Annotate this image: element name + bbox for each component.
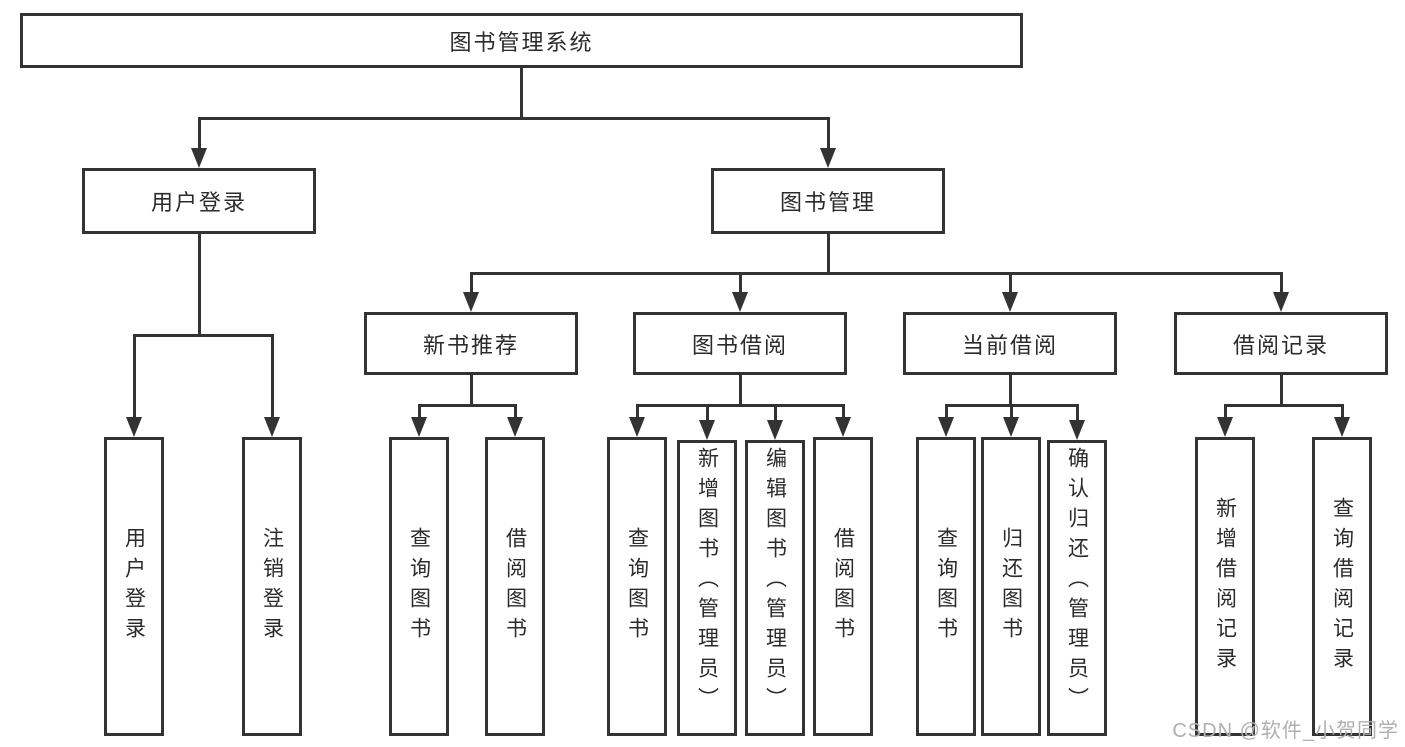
leaf-borrow-books-borrowing: 借阅图书 bbox=[813, 437, 873, 736]
connector-root-bar bbox=[197, 117, 830, 120]
connector-drop-borrow-record bbox=[1279, 272, 1283, 292]
leaf-label: 用户登录 bbox=[122, 526, 146, 647]
connector-borrow-record-bar bbox=[1223, 404, 1344, 407]
arrowhead-icon bbox=[1069, 420, 1085, 440]
node-label: 借阅记录 bbox=[1232, 332, 1329, 358]
node-user-login: 用户登录 bbox=[82, 168, 316, 234]
arrowhead-icon bbox=[191, 148, 207, 168]
leaf-label: 查询图书 bbox=[407, 526, 431, 647]
arrowhead-icon bbox=[126, 417, 142, 437]
connector-drop-leaf-logout bbox=[270, 334, 274, 417]
node-label: 当前借阅 bbox=[961, 332, 1058, 358]
connector-new-book-bar bbox=[417, 404, 517, 407]
connector-drop bbox=[635, 404, 639, 417]
connector-drop-current-borrow bbox=[1008, 272, 1012, 292]
leaf-label: 确认归还（管理员） bbox=[1065, 447, 1089, 717]
arrowhead-icon bbox=[507, 417, 523, 437]
leaf-query-books-recommend: 查询图书 bbox=[389, 437, 449, 736]
arrowhead-icon bbox=[938, 417, 954, 437]
arrowhead-icon bbox=[264, 417, 280, 437]
node-label: 用户登录 bbox=[150, 190, 247, 215]
leaf-add-book-admin: 新增图书（管理员） bbox=[677, 440, 737, 736]
node-new-book-recommend: 新书推荐 bbox=[364, 312, 578, 375]
connector-book-mgmt-bar bbox=[469, 272, 1283, 275]
connector-user-login-stub bbox=[197, 234, 201, 334]
leaf-user-login: 用户登录 bbox=[104, 437, 164, 736]
arrowhead-icon bbox=[820, 148, 836, 168]
leaf-edit-book-admin: 编辑图书（管理员） bbox=[745, 440, 805, 736]
node-label: 图书管理系统 bbox=[449, 29, 594, 55]
leaf-return-book: 归还图书 bbox=[981, 437, 1041, 736]
arrowhead-icon bbox=[1334, 417, 1350, 437]
leaf-label: 借阅图书 bbox=[831, 526, 855, 647]
connector-drop-new-book bbox=[469, 272, 473, 292]
arrowhead-icon bbox=[835, 417, 851, 437]
leaf-query-books-borrowing: 查询图书 bbox=[607, 437, 667, 736]
leaf-label: 查询图书 bbox=[934, 526, 958, 647]
csdn-watermark: CSDN @软件_小贺同学 bbox=[1172, 720, 1399, 742]
arrowhead-icon bbox=[411, 417, 427, 437]
arrowhead-icon bbox=[1273, 292, 1289, 312]
node-root-library-system: 图书管理系统 bbox=[20, 13, 1023, 68]
connector-drop-leaf-login bbox=[132, 334, 136, 417]
node-book-borrowing: 图书借阅 bbox=[633, 312, 847, 375]
arrowhead-icon bbox=[629, 417, 645, 437]
leaf-logout: 注销登录 bbox=[242, 437, 302, 736]
connector-drop bbox=[773, 404, 777, 420]
leaf-query-books-current: 查询图书 bbox=[916, 437, 976, 736]
arrowhead-icon bbox=[699, 420, 715, 440]
connector-new-book-stub bbox=[469, 375, 473, 405]
connector-current-borrow-stub bbox=[1008, 375, 1012, 405]
node-current-borrowing: 当前借阅 bbox=[903, 312, 1117, 375]
node-label: 图书管理 bbox=[779, 190, 876, 215]
connector-drop-user-login bbox=[197, 117, 201, 148]
connector-drop bbox=[1009, 404, 1013, 417]
node-label: 新书推荐 bbox=[422, 332, 519, 358]
leaf-label: 归还图书 bbox=[999, 526, 1023, 647]
connector-drop bbox=[1340, 404, 1344, 417]
connector-root-stub bbox=[520, 68, 523, 117]
node-borrowing-records: 借阅记录 bbox=[1174, 312, 1388, 375]
arrowhead-icon bbox=[1003, 417, 1019, 437]
connector-drop bbox=[944, 404, 948, 417]
connector-drop bbox=[1075, 404, 1079, 420]
arrowhead-icon bbox=[767, 420, 783, 440]
connector-drop bbox=[841, 404, 845, 417]
connector-book-borrow-bar bbox=[635, 404, 845, 407]
connector-drop bbox=[417, 404, 421, 417]
leaf-label: 新增借阅记录 bbox=[1213, 496, 1237, 677]
connector-book-mgmt-stub bbox=[826, 234, 830, 272]
leaf-label: 注销登录 bbox=[260, 526, 284, 647]
leaf-label: 查询图书 bbox=[625, 526, 649, 647]
connector-book-borrow-stub bbox=[738, 375, 742, 405]
arrowhead-icon bbox=[1002, 292, 1018, 312]
node-book-management: 图书管理 bbox=[711, 168, 945, 234]
connector-drop bbox=[1223, 404, 1227, 417]
leaf-label: 编辑图书（管理员） bbox=[763, 447, 787, 717]
leaf-add-borrow-record: 新增借阅记录 bbox=[1195, 437, 1255, 736]
connector-drop-book-mgmt bbox=[826, 117, 830, 148]
arrowhead-icon bbox=[463, 292, 479, 312]
leaf-confirm-return-admin: 确认归还（管理员） bbox=[1047, 440, 1107, 736]
leaf-label: 新增图书（管理员） bbox=[695, 447, 719, 717]
connector-drop bbox=[513, 404, 517, 417]
connector-borrow-record-stub bbox=[1279, 375, 1283, 405]
connector-drop-book-borrow bbox=[738, 272, 742, 292]
node-label: 图书借阅 bbox=[691, 332, 788, 358]
leaf-borrow-books-recommend: 借阅图书 bbox=[485, 437, 545, 736]
arrowhead-icon bbox=[1217, 417, 1233, 437]
leaf-label: 借阅图书 bbox=[503, 526, 527, 647]
connector-drop bbox=[705, 404, 709, 420]
leaf-query-borrow-record: 查询借阅记录 bbox=[1312, 437, 1372, 736]
arrowhead-icon bbox=[732, 292, 748, 312]
connector-user-login-bar bbox=[132, 334, 274, 337]
leaf-label: 查询借阅记录 bbox=[1330, 496, 1354, 677]
